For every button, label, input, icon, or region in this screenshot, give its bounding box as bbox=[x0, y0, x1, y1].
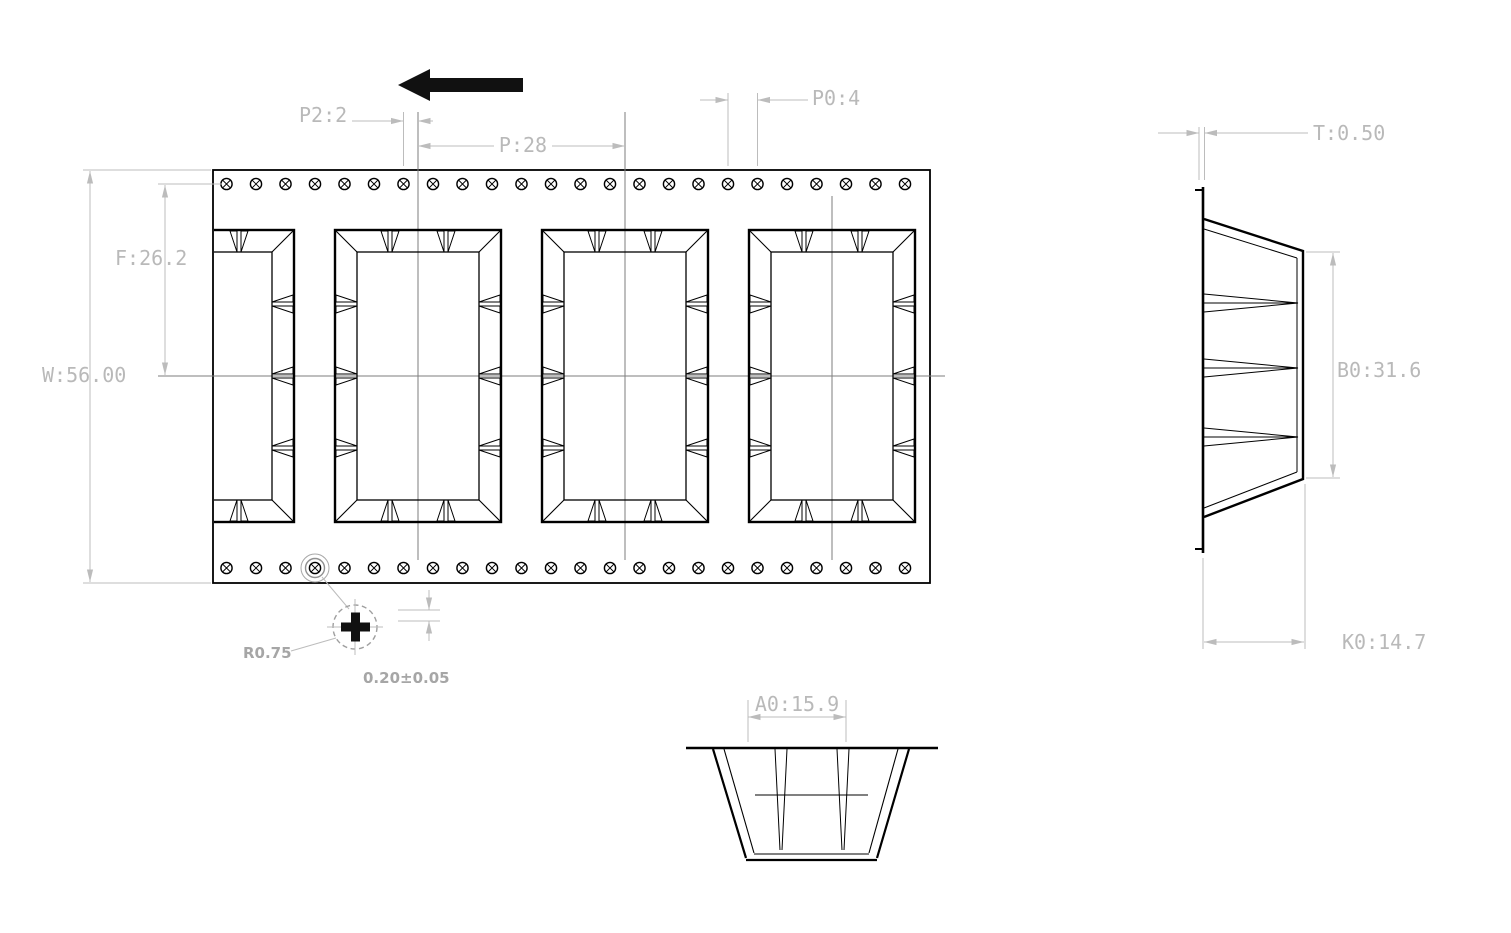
label-tape-width: W:56.00 bbox=[42, 363, 126, 387]
label-hole-tolerance: 0.20±0.05 bbox=[363, 669, 450, 687]
dim-pocket-pitch: P:28 bbox=[418, 133, 625, 157]
label-pocket-length: B0:31.6 bbox=[1337, 358, 1421, 382]
sprocket-hole-detail: R0.75 0.20±0.05 bbox=[243, 553, 450, 687]
sprocket-hole-cross-icon bbox=[341, 612, 370, 642]
dim-pocket-width: A0:15.9 bbox=[747, 692, 847, 742]
front-pocket-ribs bbox=[755, 748, 868, 851]
side-pocket-ribs bbox=[1203, 293, 1299, 447]
label-pocket-pitch: P:28 bbox=[499, 133, 547, 157]
side-view: T:0.50 B0:31.6 K0:14.7 bbox=[1158, 121, 1426, 654]
label-pocket-width: A0:15.9 bbox=[755, 692, 839, 716]
detail-leader bbox=[321, 576, 350, 610]
highlight-ring-inner bbox=[304, 557, 326, 579]
label-tape-thickness: T:0.50 bbox=[1313, 121, 1385, 145]
sprocket-hole-row-top bbox=[220, 177, 912, 191]
label-pocket-depth: K0:14.7 bbox=[1342, 630, 1426, 654]
dim-tape-width: W:56.00 bbox=[42, 169, 211, 584]
label-sprocket-hole-radius: R0.75 bbox=[243, 644, 292, 662]
label-sprocket-pitch: P0:4 bbox=[812, 86, 860, 110]
dim-pocket-center-offset: F:26.2 bbox=[115, 183, 222, 375]
center-lines bbox=[158, 112, 945, 560]
dim-pocket-length: B0:31.6 bbox=[1306, 251, 1421, 479]
dim-tape-thickness: T:0.50 bbox=[1158, 121, 1385, 180]
label-sprocket-to-pocket-center: P2:2 bbox=[299, 103, 347, 127]
side-pocket-outline bbox=[1203, 217, 1305, 519]
front-view: A0:15.9 bbox=[686, 692, 938, 862]
dim-sprocket-pitch: P0:4 bbox=[700, 86, 860, 166]
label-pocket-center-offset: F:26.2 bbox=[115, 246, 187, 270]
dim-pocket-depth: K0:14.7 bbox=[1202, 484, 1426, 654]
highlight-ring-outer bbox=[300, 553, 330, 583]
top-view: W:56.00 F:26.2 P2:2 P:28 P0:4 bbox=[42, 69, 945, 687]
dim-sprocket-to-pocket-center: P2:2 bbox=[299, 103, 433, 166]
feed-direction-arrow-icon bbox=[398, 69, 523, 101]
front-pocket-outline bbox=[711, 748, 911, 862]
